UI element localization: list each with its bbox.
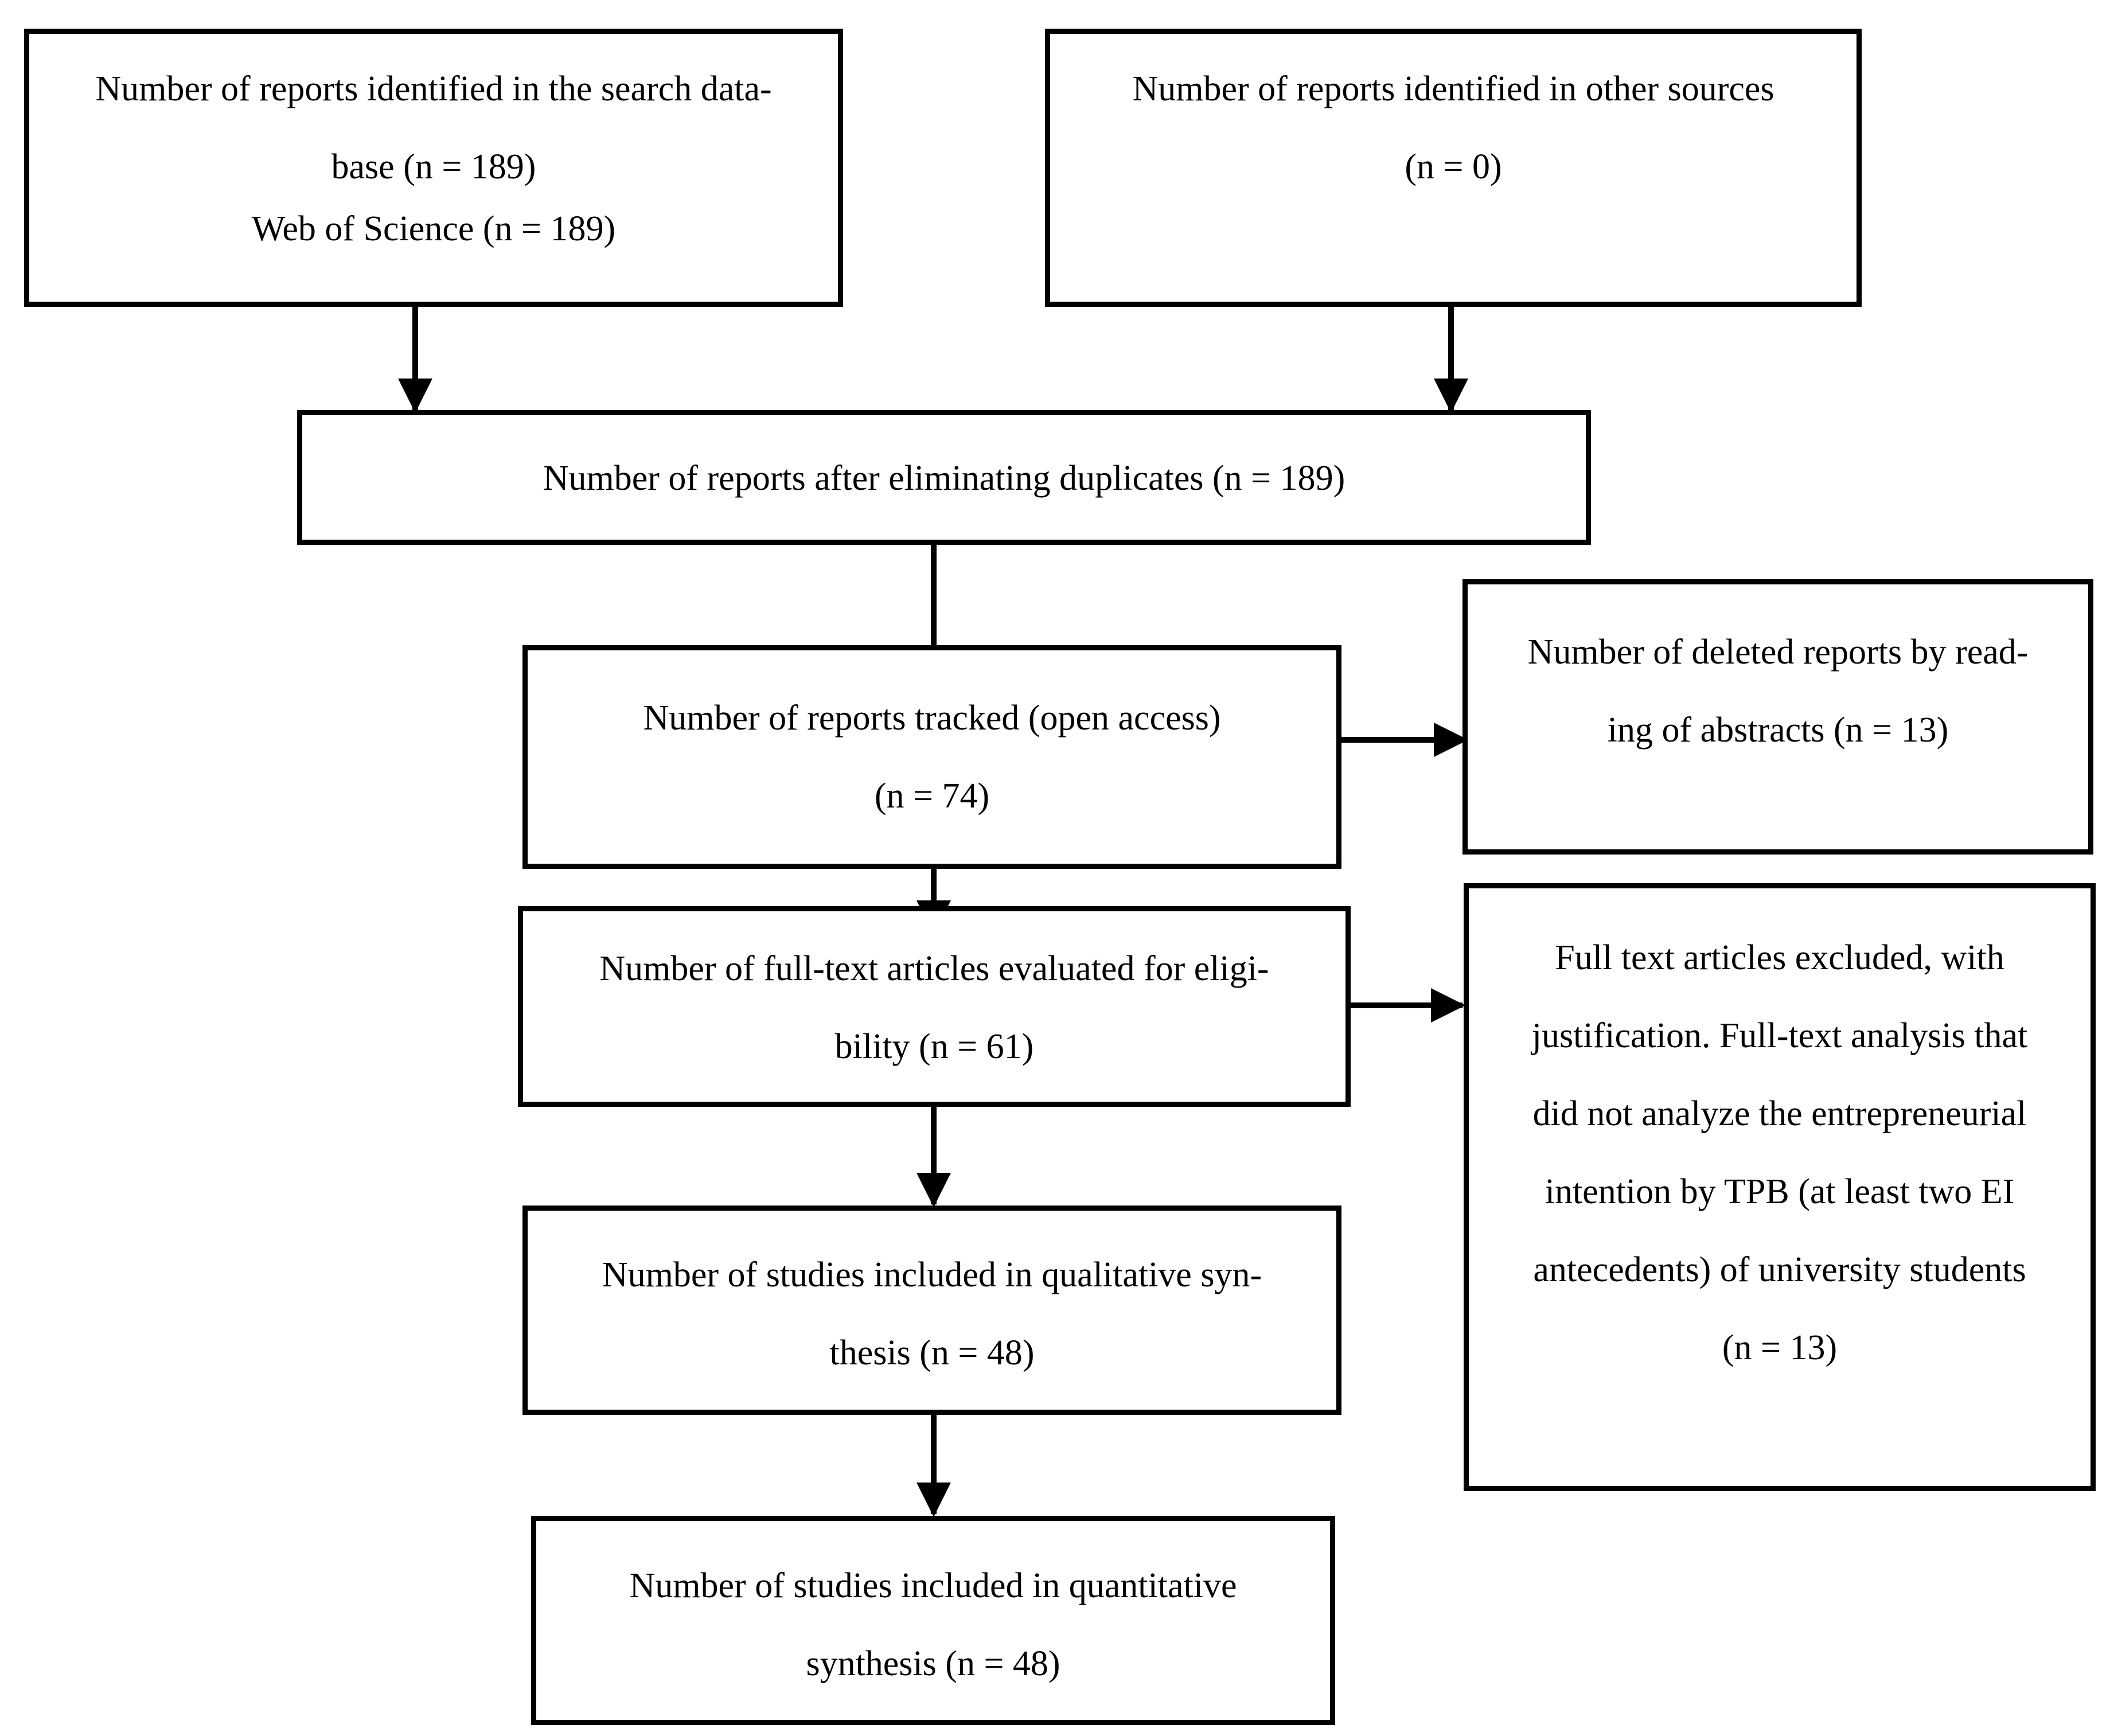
box-text: Number of deleted reports by read- ing o…	[1468, 613, 2088, 769]
text-line: ing of abstracts (n = 13)	[1607, 711, 1949, 750]
text-line: Number of reports identified in the sear…	[95, 69, 772, 108]
text-line: justification. Full-text analysis that	[1531, 1016, 2028, 1055]
box-reports-identified-database: Number of reports identified in the sear…	[24, 29, 843, 307]
box-text: Number of reports tracked (open access) …	[528, 679, 1336, 835]
text-line: synthesis (n = 48)	[806, 1644, 1060, 1683]
box-deleted-by-abstracts: Number of deleted reports by read- ing o…	[1462, 579, 2093, 855]
text-line: (n = 74)	[874, 777, 990, 816]
box-quantitative-synthesis: Number of studies included in quantitati…	[531, 1516, 1335, 1725]
box-reports-tracked: Number of reports tracked (open access) …	[522, 645, 1341, 869]
text-line: Number of deleted reports by read-	[1527, 633, 2029, 672]
box-text: Web of Science (n = 189)	[29, 206, 838, 252]
box-text: Full text articles excluded, with justif…	[1469, 919, 2091, 1387]
text-line: Web of Science (n = 189)	[251, 209, 616, 248]
box-reports-after-duplicates: Number of reports after eliminating dupl…	[297, 410, 1591, 545]
text-line: Number of reports after eliminating dupl…	[543, 459, 1345, 498]
box-text: Number of reports identified in other so…	[1050, 50, 1857, 206]
box-text: Number of full-text articles evaluated f…	[523, 930, 1345, 1086]
text-line: (n = 0)	[1405, 147, 1502, 186]
text-line: base (n = 189)	[331, 147, 536, 186]
box-text: Number of studies included in quantitati…	[536, 1547, 1330, 1703]
text-line: Number of full-text articles evaluated f…	[599, 949, 1269, 988]
text-line: bility (n = 61)	[834, 1027, 1034, 1066]
text-line: did not analyze the entrepreneurial	[1532, 1094, 2027, 1133]
text-line: Number of studies included in quantitati…	[629, 1566, 1237, 1605]
text-line: intention by TPB (at least two EI	[1545, 1172, 2015, 1211]
text-line: Number of reports identified in other so…	[1132, 69, 1774, 108]
text-line: thesis (n = 48)	[829, 1333, 1035, 1372]
box-qualitative-synthesis: Number of studies included in qualitativ…	[522, 1206, 1341, 1415]
box-text: Number of studies included in qualitativ…	[528, 1236, 1336, 1392]
box-reports-identified-other: Number of reports identified in other so…	[1045, 29, 1862, 307]
box-full-text-excluded: Full text articles excluded, with justif…	[1464, 883, 2096, 1491]
box-text: Number of reports after eliminating dupl…	[302, 439, 1586, 517]
box-full-text-eligibility: Number of full-text articles evaluated f…	[518, 906, 1351, 1107]
box-text: Number of reports identified in the sear…	[29, 50, 838, 206]
text-line: Number of studies included in qualitativ…	[602, 1255, 1262, 1294]
text-line: (n = 13)	[1722, 1328, 1838, 1367]
text-line: Number of reports tracked (open access)	[643, 699, 1221, 738]
text-line: Full text articles excluded, with	[1555, 938, 2004, 977]
text-line: antecedents) of university students	[1533, 1250, 2026, 1289]
